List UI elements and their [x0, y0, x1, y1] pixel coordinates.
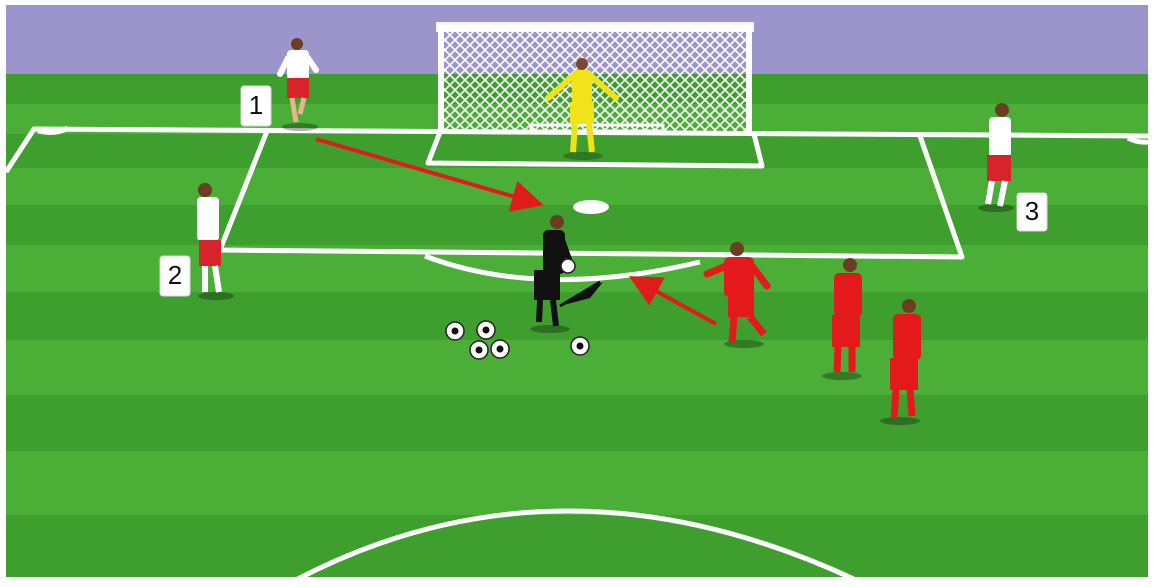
label-3: 3 [1025, 196, 1039, 226]
grass [6, 74, 1148, 577]
label-tag-2: 2 [160, 256, 190, 296]
soccer-ball-icon [491, 340, 509, 358]
label-tag-1: 1 [241, 86, 271, 126]
label-1: 1 [249, 90, 263, 120]
label-tag-3: 3 [1017, 193, 1047, 231]
penalty-spot [573, 200, 609, 214]
soccer-ball-icon [446, 322, 464, 340]
soccer-ball-icon [470, 341, 488, 359]
soccer-ball-icon [571, 337, 589, 355]
label-2: 2 [168, 260, 182, 290]
soccer-ball-icon [477, 321, 495, 339]
